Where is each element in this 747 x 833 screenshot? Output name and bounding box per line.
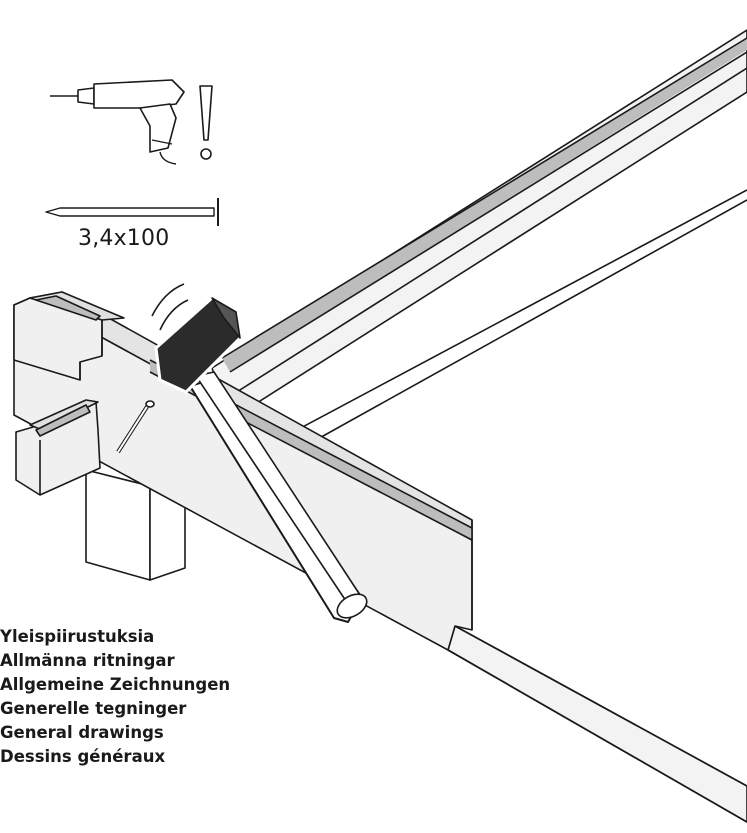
motion-lines: [151, 283, 189, 331]
caption-norwegian: Generelle tegninger: [0, 699, 187, 718]
driven-nail: [116, 400, 155, 454]
nail-dimension-label: 3,4x100: [78, 226, 170, 251]
caption-swedish: Allmänna ritningar: [0, 651, 175, 670]
end-block-lower: [15, 399, 101, 496]
side-rail: [447, 540, 747, 823]
caption-english: General drawings: [0, 723, 164, 742]
caption-french: Dessins généraux: [0, 747, 166, 766]
exclamation-icon: [199, 85, 213, 160]
drill-icon: [50, 79, 185, 165]
caption-finnish: Yleispiirustuksia: [0, 627, 155, 646]
hammer-icon: [154, 296, 368, 623]
nail-icon: [45, 198, 219, 226]
caption-german: Allgemeine Zeichnungen: [0, 675, 231, 694]
end-block-upper: [13, 291, 125, 381]
support-post: [85, 469, 186, 581]
far-rail: [211, 29, 747, 471]
caption-list: Yleispiirustuksia Allmänna ritningar All…: [0, 625, 230, 769]
